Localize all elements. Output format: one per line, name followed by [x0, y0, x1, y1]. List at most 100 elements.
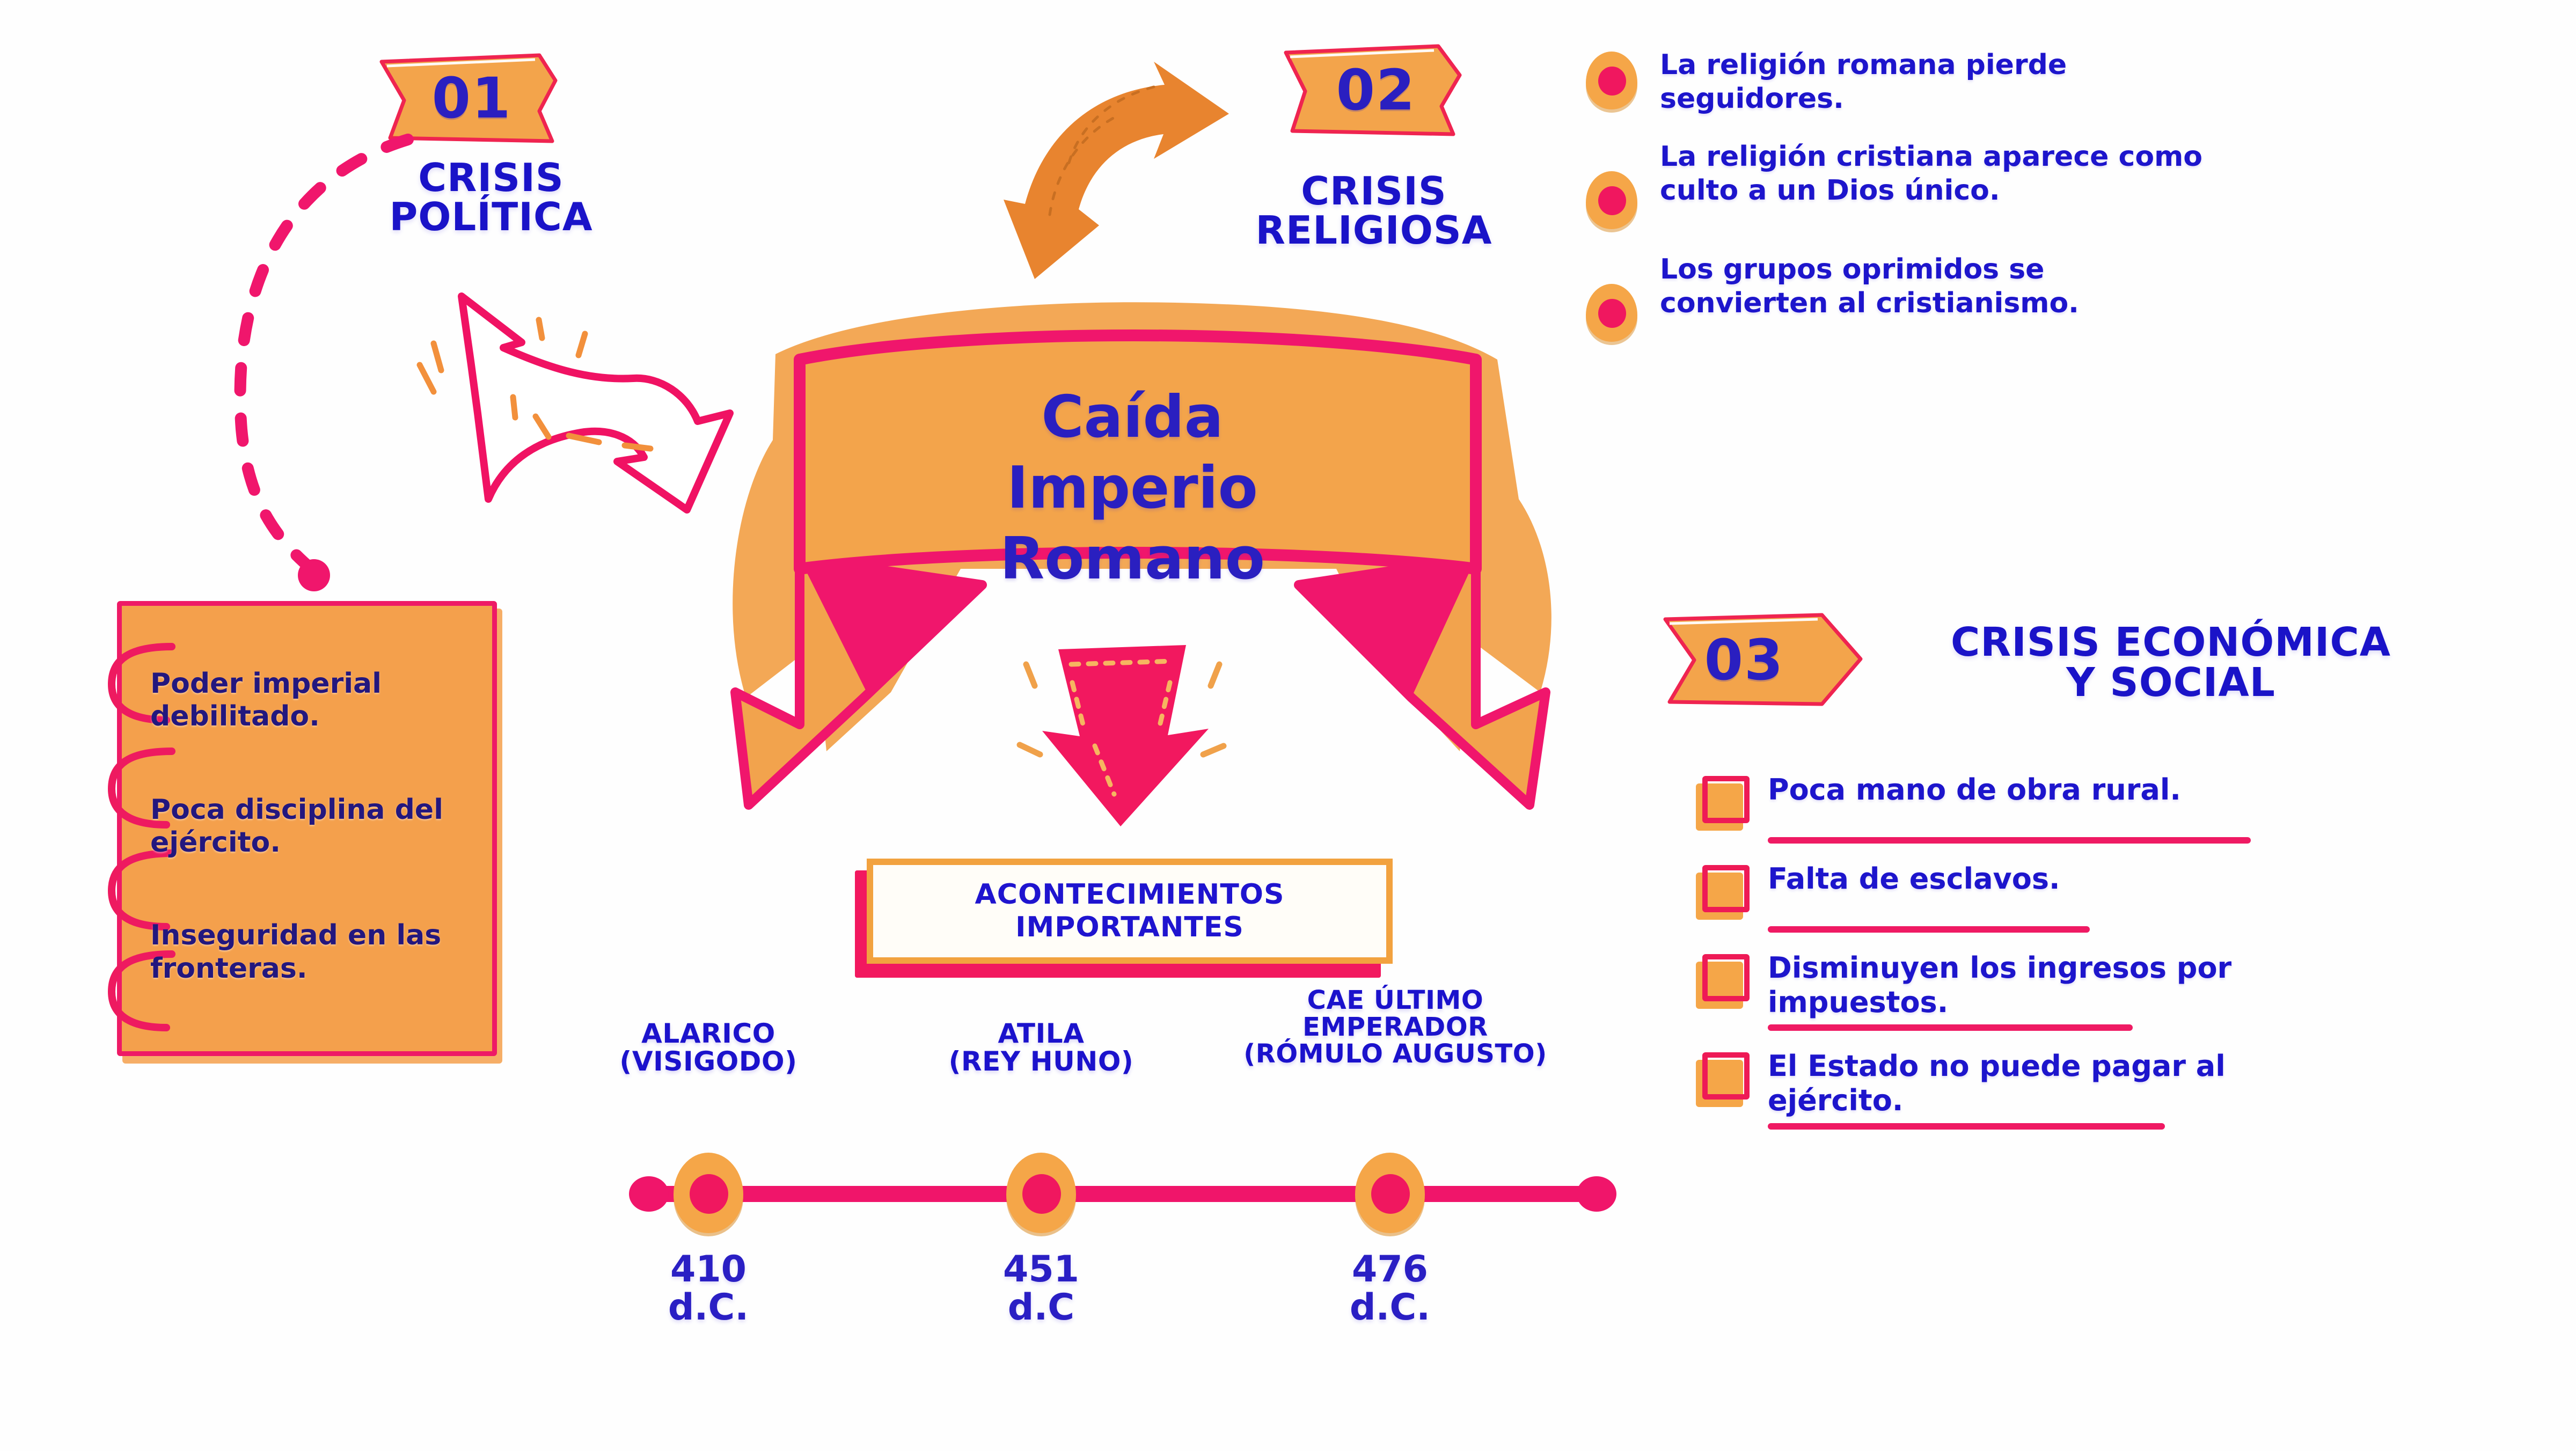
ribbon-shape [730, 302, 1552, 810]
badge-flag-shape-03 [1663, 613, 1863, 706]
religion-bullet-list: La religión romana pierde seguidores. La… [1586, 48, 2257, 365]
bullet-dot-icon [1586, 52, 1637, 109]
list-item: La religión cristiana aparece como culto… [1586, 140, 2257, 229]
timeline: ALARICO (VISIGODO) 410 d.C. ATILA (REY H… [580, 987, 1664, 1342]
timeline-year-3-line-1: 476 [1352, 1248, 1428, 1291]
section-title-01: CRISIS POLÍTICA [378, 158, 604, 237]
underline-stroke [1768, 926, 2090, 933]
badge-number-01: 01 [431, 65, 512, 131]
section-title-03-line-1: CRISIS ECONÓMICA [1950, 619, 2391, 665]
religion-item-1: La religión romana pierde seguidores. [1660, 49, 2067, 115]
badge-flag-shape-02 [1284, 44, 1462, 136]
bullet-dot-inner [1598, 298, 1626, 328]
economy-item-1: Poca mano de obra rural. [1768, 773, 2181, 807]
bullet-square-icon [1696, 865, 1752, 921]
dashed-connector-line [234, 134, 414, 591]
section-title-02-line-1: CRISIS [1301, 168, 1447, 214]
timeline-label-1: ALARICO (VISIGODO) [547, 1020, 869, 1075]
bullet-square-icon [1696, 776, 1752, 832]
timeline-node-2 [1006, 1153, 1076, 1233]
timeline-label-1-line-1: ALARICO [641, 1018, 775, 1049]
section-badge-02: 02 [1283, 43, 1462, 137]
bullet-square-outline [1702, 954, 1750, 1001]
list-item: Falta de esclavos. [1696, 862, 2463, 933]
banner-title-line-2: Imperio [1007, 455, 1258, 522]
timeline-cap-right [1577, 1176, 1616, 1212]
underline-stroke [1768, 837, 2251, 844]
timeline-bar [649, 1186, 1605, 1202]
timeline-year-1-line-1: 410 [670, 1248, 747, 1291]
economy-item-2: Falta de esclavos. [1768, 862, 2060, 896]
badge-number-03: 03 [1704, 627, 1784, 693]
list-item: Disminuyen los ingresos por impuestos. [1696, 951, 2463, 1031]
timeline-node-inner [1371, 1174, 1410, 1214]
timeline-year-3: 476 d.C. [1229, 1250, 1551, 1327]
bullet-dot-inner [1598, 67, 1626, 96]
timeline-cap-left [629, 1176, 669, 1212]
timeline-year-3-line-2: d.C. [1349, 1286, 1431, 1329]
section-title-03-line-2: Y SOCIAL [2066, 659, 2275, 706]
list-item: Poca mano de obra rural. [1696, 773, 2463, 844]
bullet-dot-icon [1586, 171, 1637, 229]
underline-stroke [1768, 1123, 2165, 1130]
section-title-01-line-2: POLÍTICA [389, 194, 593, 240]
events-heading-line-1: ACONTECIMIENTOS [975, 878, 1285, 911]
events-heading-box: ACONTECIMIENTOS IMPORTANTES [855, 859, 1403, 978]
timeline-label-2-line-1: ATILA [998, 1018, 1085, 1049]
banner-title-line-3: Romano [1000, 525, 1265, 592]
down-arrow-icon [1016, 645, 1227, 826]
economy-item-3: Disminuyen los ingresos por impuestos. [1768, 951, 2232, 1019]
bullet-square-icon [1696, 954, 1752, 1010]
timeline-node-3 [1355, 1153, 1425, 1233]
timeline-year-1: 410 d.C. [547, 1250, 869, 1327]
timeline-label-3-line-1: CAE ÚLTIMO [1307, 985, 1484, 1015]
events-box: ACONTECIMIENTOS IMPORTANTES [867, 859, 1393, 964]
notepad-card-crisis-politica: Poder imperial debilitado. Poca discipli… [86, 596, 526, 1068]
timeline-year-1-line-2: d.C. [668, 1286, 749, 1329]
bullet-square-outline [1702, 1052, 1750, 1100]
notepad-item-1: Poder imperial debilitado. [150, 667, 382, 733]
section-title-03: CRISIS ECONÓMICA Y SOCIAL [1889, 622, 2453, 703]
notepad-item-2: Poca disciplina del ejército. [150, 793, 443, 859]
timeline-label-3-line-3: (RÓMULO AUGUSTO) [1243, 1038, 1547, 1069]
timeline-label-3: CAE ÚLTIMO EMPERADOR (RÓMULO AUGUSTO) [1213, 987, 1578, 1068]
religion-item-3: Los grupos oprimidos se convierten al cr… [1660, 253, 2079, 320]
bullet-square-outline [1702, 865, 1750, 912]
bullet-square-icon [1696, 1052, 1752, 1108]
list-item: Los grupos oprimidos se convierten al cr… [1586, 253, 2257, 342]
economy-item-4: El Estado no puede pagar al ejército. [1768, 1049, 2226, 1118]
list-item: La religión romana pierde seguidores. [1586, 48, 2257, 116]
section-title-02-line-2: RELIGIOSA [1255, 208, 1492, 253]
timeline-node-inner [1022, 1174, 1061, 1214]
section-badge-01: 01 [378, 51, 558, 145]
events-heading-line-2: IMPORTANTES [1015, 911, 1244, 943]
section-badge-03: 03 [1661, 612, 1865, 708]
section-title-02: CRISIS RELIGIOSA [1224, 168, 1524, 253]
banner-title-line-1: Caída [1041, 384, 1224, 451]
timeline-label-3-line-2: EMPERADOR [1302, 1012, 1488, 1042]
timeline-year-2-line-1: 451 [1003, 1248, 1079, 1291]
notepad-text-list: Poder imperial debilitado. Poca discipli… [145, 628, 467, 1025]
timeline-node-inner [690, 1174, 728, 1214]
curved-arrow-up-right-icon [1004, 62, 1229, 279]
timeline-label-2: ATILA (REY HUNO) [880, 1020, 1202, 1075]
timeline-node-1 [674, 1153, 743, 1233]
timeline-label-2-line-2: (REY HUNO) [948, 1046, 1134, 1077]
underline-stroke [1768, 1024, 2133, 1031]
section-title-01-line-1: CRISIS [418, 155, 564, 200]
central-banner: Caída Imperio Romano [639, 268, 1637, 837]
notepad-body [117, 601, 497, 1056]
notepad-spiral-rings [107, 643, 175, 1031]
timeline-year-2: 451 d.C [880, 1250, 1202, 1327]
timeline-year-2-line-2: d.C [1007, 1286, 1075, 1329]
bullet-square-outline [1702, 776, 1750, 823]
economy-bullet-list: Poca mano de obra rural. Falta de esclav… [1696, 773, 2463, 1148]
notepad-item-3: Inseguridad en las fronteras. [150, 919, 442, 985]
badge-flag-shape-01 [379, 53, 558, 143]
bullet-dot-icon [1586, 283, 1637, 342]
timeline-label-1-line-2: (VISIGODO) [619, 1046, 797, 1077]
religion-item-2: La religión cristiana aparece como culto… [1660, 140, 2202, 207]
badge-number-02: 02 [1336, 57, 1416, 123]
list-item: El Estado no puede pagar al ejército. [1696, 1049, 2463, 1130]
